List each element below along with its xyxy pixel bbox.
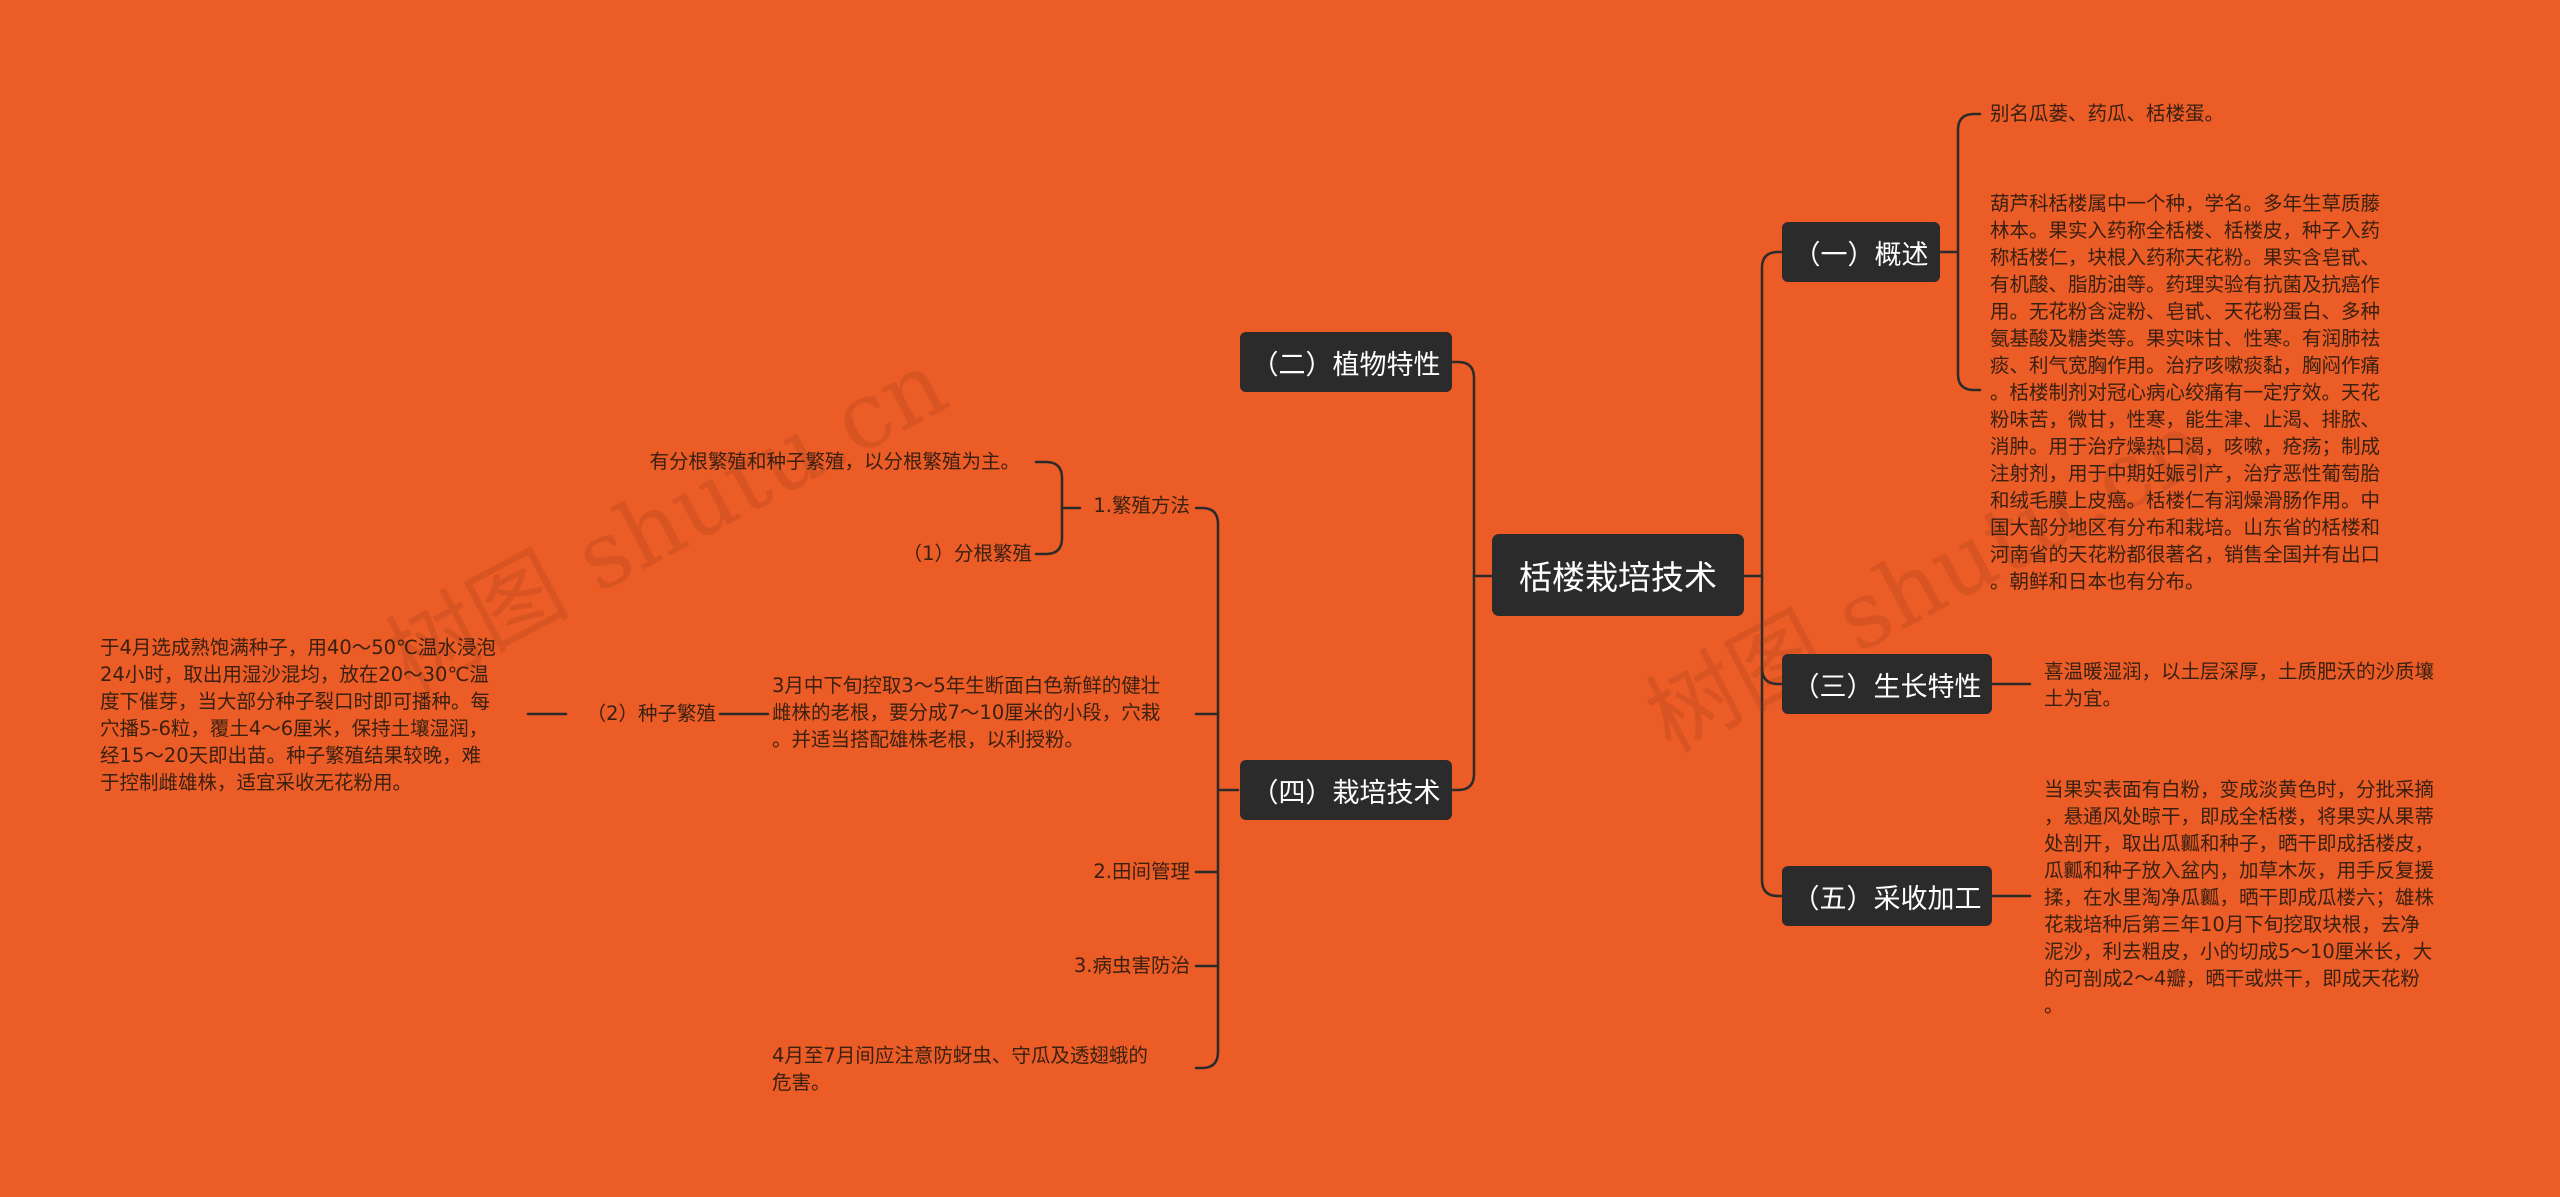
node-growth[interactable]: （三）生长特性 [1782, 654, 1992, 714]
harvest-desc: 当果实表面有白粉，变成淡黄色时，分批采摘 ，悬通风处晾干，即成全栝楼，将果实从果… [2044, 778, 2435, 1017]
pest-label[interactable]: 3.病虫害防治 [1073, 954, 1190, 977]
growth-desc: 喜温暖湿润，以土层深厚，土质肥沃的沙质壤 土为宜。 [2044, 660, 2435, 710]
node-overview[interactable]: （一）概述 [1782, 222, 1940, 282]
link-cultivation-children [1194, 506, 1240, 1070]
method-desc: 有分根繁殖和种子繁殖，以分根繁殖为主。 [649, 450, 1020, 473]
seed-desc: 于4月选成熟饱满种子，用40～50℃温水浸泡 24小时，取出用湿沙混均，放在20… [100, 636, 496, 794]
method-label[interactable]: 1.繁殖方法 [1093, 494, 1190, 517]
center-node[interactable]: 栝楼栽培技术 [1492, 534, 1744, 616]
link-method-children [1034, 460, 1082, 556]
node-plant[interactable]: （二）植物特性 [1240, 332, 1452, 392]
node-harvest[interactable]: （五）采收加工 [1782, 866, 1992, 926]
node-cultivation[interactable]: （四）栽培技术 [1240, 760, 1452, 820]
root-desc: 3月中下旬控取3～5年生断面白色新鲜的健壮 雌株的老根，要分成7～10厘米的小段… [772, 674, 1161, 751]
link-center-harvest [1760, 666, 1784, 898]
link-center-overview [1742, 250, 1784, 578]
field-label[interactable]: 2.田间管理 [1093, 860, 1190, 883]
overview-desc: 葫芦科栝楼属中一个种，学名。多年生草质藤 林本。果实入药称全栝楼、栝楼皮，种子入… [1990, 192, 2381, 593]
link-center-plant [1450, 360, 1494, 578]
alias-text: 别名瓜蒌、药瓜、栝楼蛋。 [1990, 102, 2225, 125]
pest-desc: 4月至7月间应注意防蚜虫、守瓜及透翅蛾的 危害。 [772, 1044, 1148, 1094]
link-center-cultivation [1450, 574, 1476, 792]
root-label[interactable]: （1）分根繁殖 [902, 542, 1032, 565]
seed-label[interactable]: （2）种子繁殖 [586, 702, 716, 725]
link-overview-texts [1938, 112, 1982, 392]
